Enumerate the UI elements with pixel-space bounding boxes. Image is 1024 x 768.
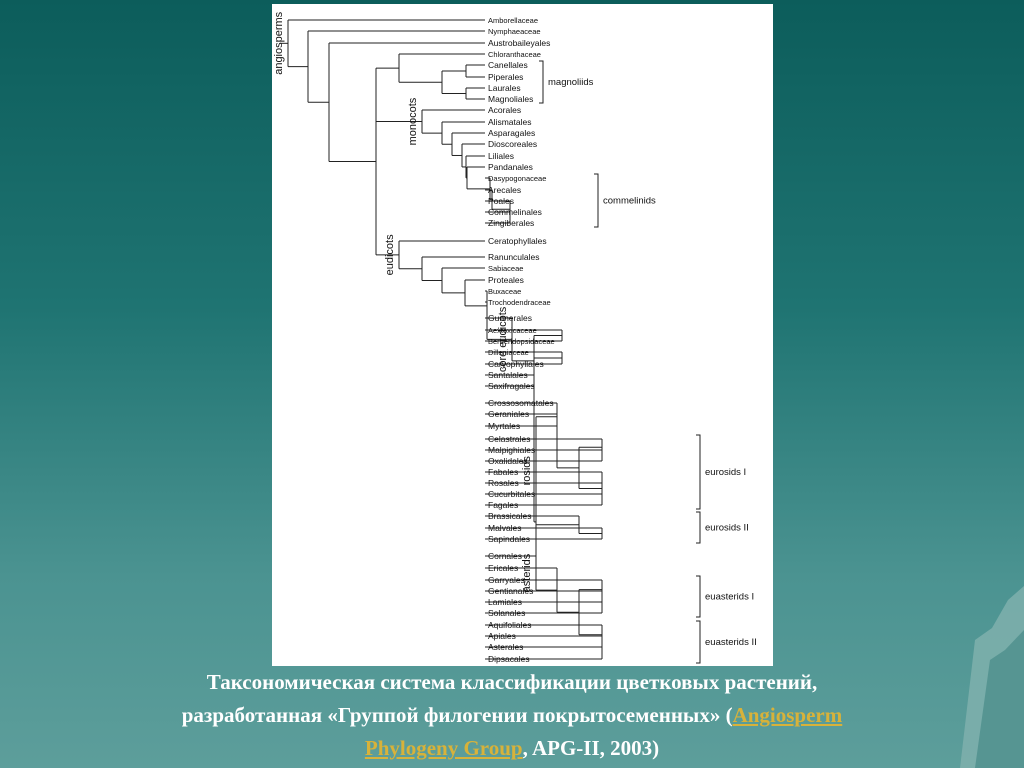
taxon-label: Austrobaileyales: [488, 38, 550, 48]
taxon-label: Geraniales: [488, 409, 529, 419]
taxon-label: Alismatales: [488, 117, 531, 127]
bracket-label: commelinids: [603, 196, 656, 207]
taxon-label: Piperales: [488, 72, 523, 82]
apg-link-part1[interactable]: Angiosperm: [732, 703, 843, 727]
taxon-label: Chloranthaceae: [488, 50, 541, 59]
slide-caption: Таксономическая система классификации цв…: [20, 666, 1004, 765]
taxon-label: Brassicales: [488, 511, 531, 521]
taxon-label: Cucurbitales: [488, 489, 535, 499]
taxon-label: Dilleniaceae: [488, 348, 529, 357]
taxon-label: Dioscoreales: [488, 139, 537, 149]
taxon-label: Liliales: [488, 151, 514, 161]
taxon-label: Laurales: [488, 83, 521, 93]
taxon-label: Aextoxicaceae: [488, 326, 537, 335]
apg-link-part2[interactable]: Phylogeny Group: [364, 736, 523, 760]
taxon-label: Cornales: [488, 551, 522, 561]
bracket-label: eurosids I: [705, 467, 746, 478]
taxon-label: Fabales: [488, 467, 518, 477]
taxon-label: Nymphaeaceae: [488, 27, 541, 36]
caption-line-1: Таксономическая система классификации цв…: [206, 670, 818, 694]
taxon-label: Caryophyllales: [488, 359, 544, 369]
taxon-label: Ceratophyllales: [488, 236, 547, 246]
taxon-label: Asterales: [488, 642, 523, 652]
taxon-label: Berberidopsidaceae: [488, 337, 555, 346]
taxon-label: Gunnerales: [488, 313, 532, 323]
clade-label: monocots: [407, 97, 419, 145]
clade-bracket: [696, 575, 701, 618]
taxon-label: Zingiberales: [488, 218, 534, 228]
clade-label: rosids: [521, 456, 533, 486]
taxon-label: Garryales: [488, 575, 525, 585]
taxon-label: Apiales: [488, 631, 516, 641]
taxon-label: Asparagales: [488, 128, 535, 138]
taxon-label: Solanales: [488, 608, 525, 618]
taxon-label: Saxifragales: [488, 381, 535, 391]
taxon-label: Malpighiales: [488, 445, 535, 455]
taxon-label: Sapindales: [488, 534, 530, 544]
bracket-label: eurosids II: [705, 523, 749, 534]
clade-bracket: [594, 173, 599, 228]
taxon-label: Sabiaceae: [488, 264, 523, 273]
clade-bracket: [696, 511, 701, 544]
taxon-label: Myrtales: [488, 421, 520, 431]
bracket-label: euasterids I: [705, 592, 754, 603]
clade-label: core eudicots: [497, 306, 509, 372]
bracket-label: euasterids II: [705, 637, 757, 648]
taxon-label: Dasypogonaceae: [488, 174, 546, 183]
taxon-label: Acorales: [488, 105, 521, 115]
taxon-label: Arecales: [488, 185, 521, 195]
taxon-label: Ranunculales: [488, 252, 540, 262]
caption-line-2: разработанная «Группой филогении покрыто…: [20, 699, 1004, 732]
taxon-label: Lamiales: [488, 597, 522, 607]
taxon-label: Celastrales: [488, 434, 531, 444]
taxon-label: Aquifoliales: [488, 620, 531, 630]
taxon-label: Trochodendraceae: [488, 298, 551, 307]
taxon-label: Poales: [488, 196, 514, 206]
clade-bracket: [696, 434, 701, 510]
taxon-label: Amborellaceae: [488, 16, 538, 25]
taxon-label: Canellales: [488, 60, 528, 70]
clade-label: angiosperms: [273, 11, 285, 74]
caption-line-2-text: разработанная «Группой филогении покрыто…: [181, 703, 733, 727]
taxon-label: Proteales: [488, 275, 524, 285]
taxon-label: Magnoliales: [488, 94, 533, 104]
taxon-label: Rosales: [488, 478, 519, 488]
taxon-label: Crossosomatales: [488, 398, 554, 408]
clade-label: eudicots: [384, 234, 396, 275]
taxon-label: Oxalidales: [488, 456, 528, 466]
taxon-label: Gentianales: [488, 586, 533, 596]
taxon-label: Pandanales: [488, 162, 533, 172]
taxon-label: Dipsacales: [488, 654, 530, 664]
caption-line-3-text: , APG-II, 2003): [522, 736, 660, 760]
taxon-label: Buxaceae: [488, 287, 521, 296]
phylogeny-tree: AmborellaceaeNymphaeaceaeAustrobaileyale…: [273, 11, 757, 664]
bracket-label: magnoliids: [548, 77, 594, 88]
clade-bracket: [539, 60, 544, 104]
caption-line-3: Phylogeny Group, APG-II, 2003): [20, 732, 1004, 765]
taxon-label: Fagales: [488, 500, 518, 510]
clade-bracket: [696, 620, 701, 664]
taxon-label: Santalales: [488, 370, 528, 380]
clade-label: asterids: [521, 553, 533, 592]
taxon-label: Malvales: [488, 523, 522, 533]
taxon-label: Commelinales: [488, 207, 542, 217]
taxon-label: Ericales: [488, 563, 518, 573]
